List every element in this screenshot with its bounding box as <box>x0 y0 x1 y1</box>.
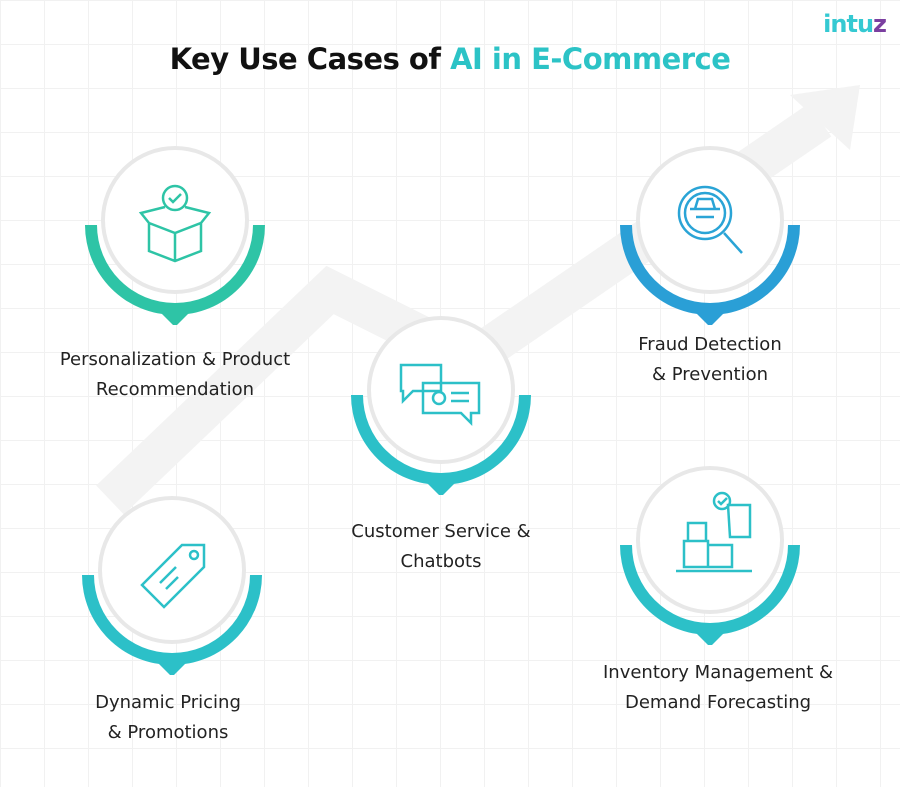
page-title: Key Use Cases of AI in E-Commerce <box>169 42 731 76</box>
chat-support-icon <box>399 363 481 427</box>
fraud-magnifier-icon <box>677 185 743 254</box>
label-inventory: Inventory Management &Demand Forecasting <box>602 662 834 713</box>
inventory-boxes-icon <box>676 491 752 573</box>
use-case-inventory <box>610 445 810 647</box>
box-check-icon <box>138 184 212 263</box>
intuz-logo: intuz <box>823 10 887 38</box>
use-case-dynamic-pricing <box>72 475 272 677</box>
use-case-customer-service <box>341 295 541 497</box>
label-dynamic-pricing: Dynamic Pricing& Promotions <box>95 692 241 743</box>
price-tag-icon <box>140 543 206 609</box>
label-fraud-detection: Fraud Detection& Prevention <box>638 334 782 385</box>
use-case-personalization <box>75 125 275 327</box>
label-customer-service: Customer Service &Chatbots <box>351 521 531 572</box>
use-case-fraud-detection <box>610 125 810 327</box>
